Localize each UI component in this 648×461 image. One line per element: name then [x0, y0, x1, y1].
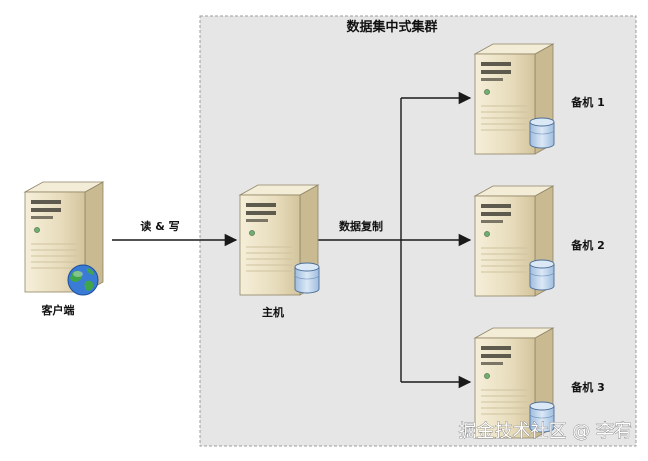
server-tower-icon — [473, 43, 555, 155]
cluster-title: 数据集中式集群 — [346, 19, 437, 35]
database-icon — [529, 117, 555, 149]
globe-icon — [67, 264, 99, 296]
client-label: 客户端 — [41, 303, 75, 317]
connectors — [112, 91, 472, 389]
database-icon — [529, 259, 555, 291]
database-icon — [294, 262, 320, 294]
replica-node-3 — [473, 327, 555, 439]
replica-node-1 — [473, 43, 555, 155]
replica-label-3: 备机 3 — [570, 380, 604, 394]
database-icon — [529, 401, 555, 433]
read-write-label: 读 & 写 — [140, 219, 179, 233]
replica-label-1: 备机 1 — [570, 95, 604, 109]
watermark: 掘金技术社区 @ 李宥 — [459, 421, 632, 442]
replication-label: 数据复制 — [339, 219, 383, 233]
server-tower-icon — [238, 184, 320, 296]
replica-node-2 — [473, 185, 555, 297]
primary-node — [238, 184, 320, 296]
replica-label-2: 备机 2 — [570, 238, 604, 252]
primary-label: 主机 — [262, 305, 284, 319]
client-node — [23, 181, 105, 296]
